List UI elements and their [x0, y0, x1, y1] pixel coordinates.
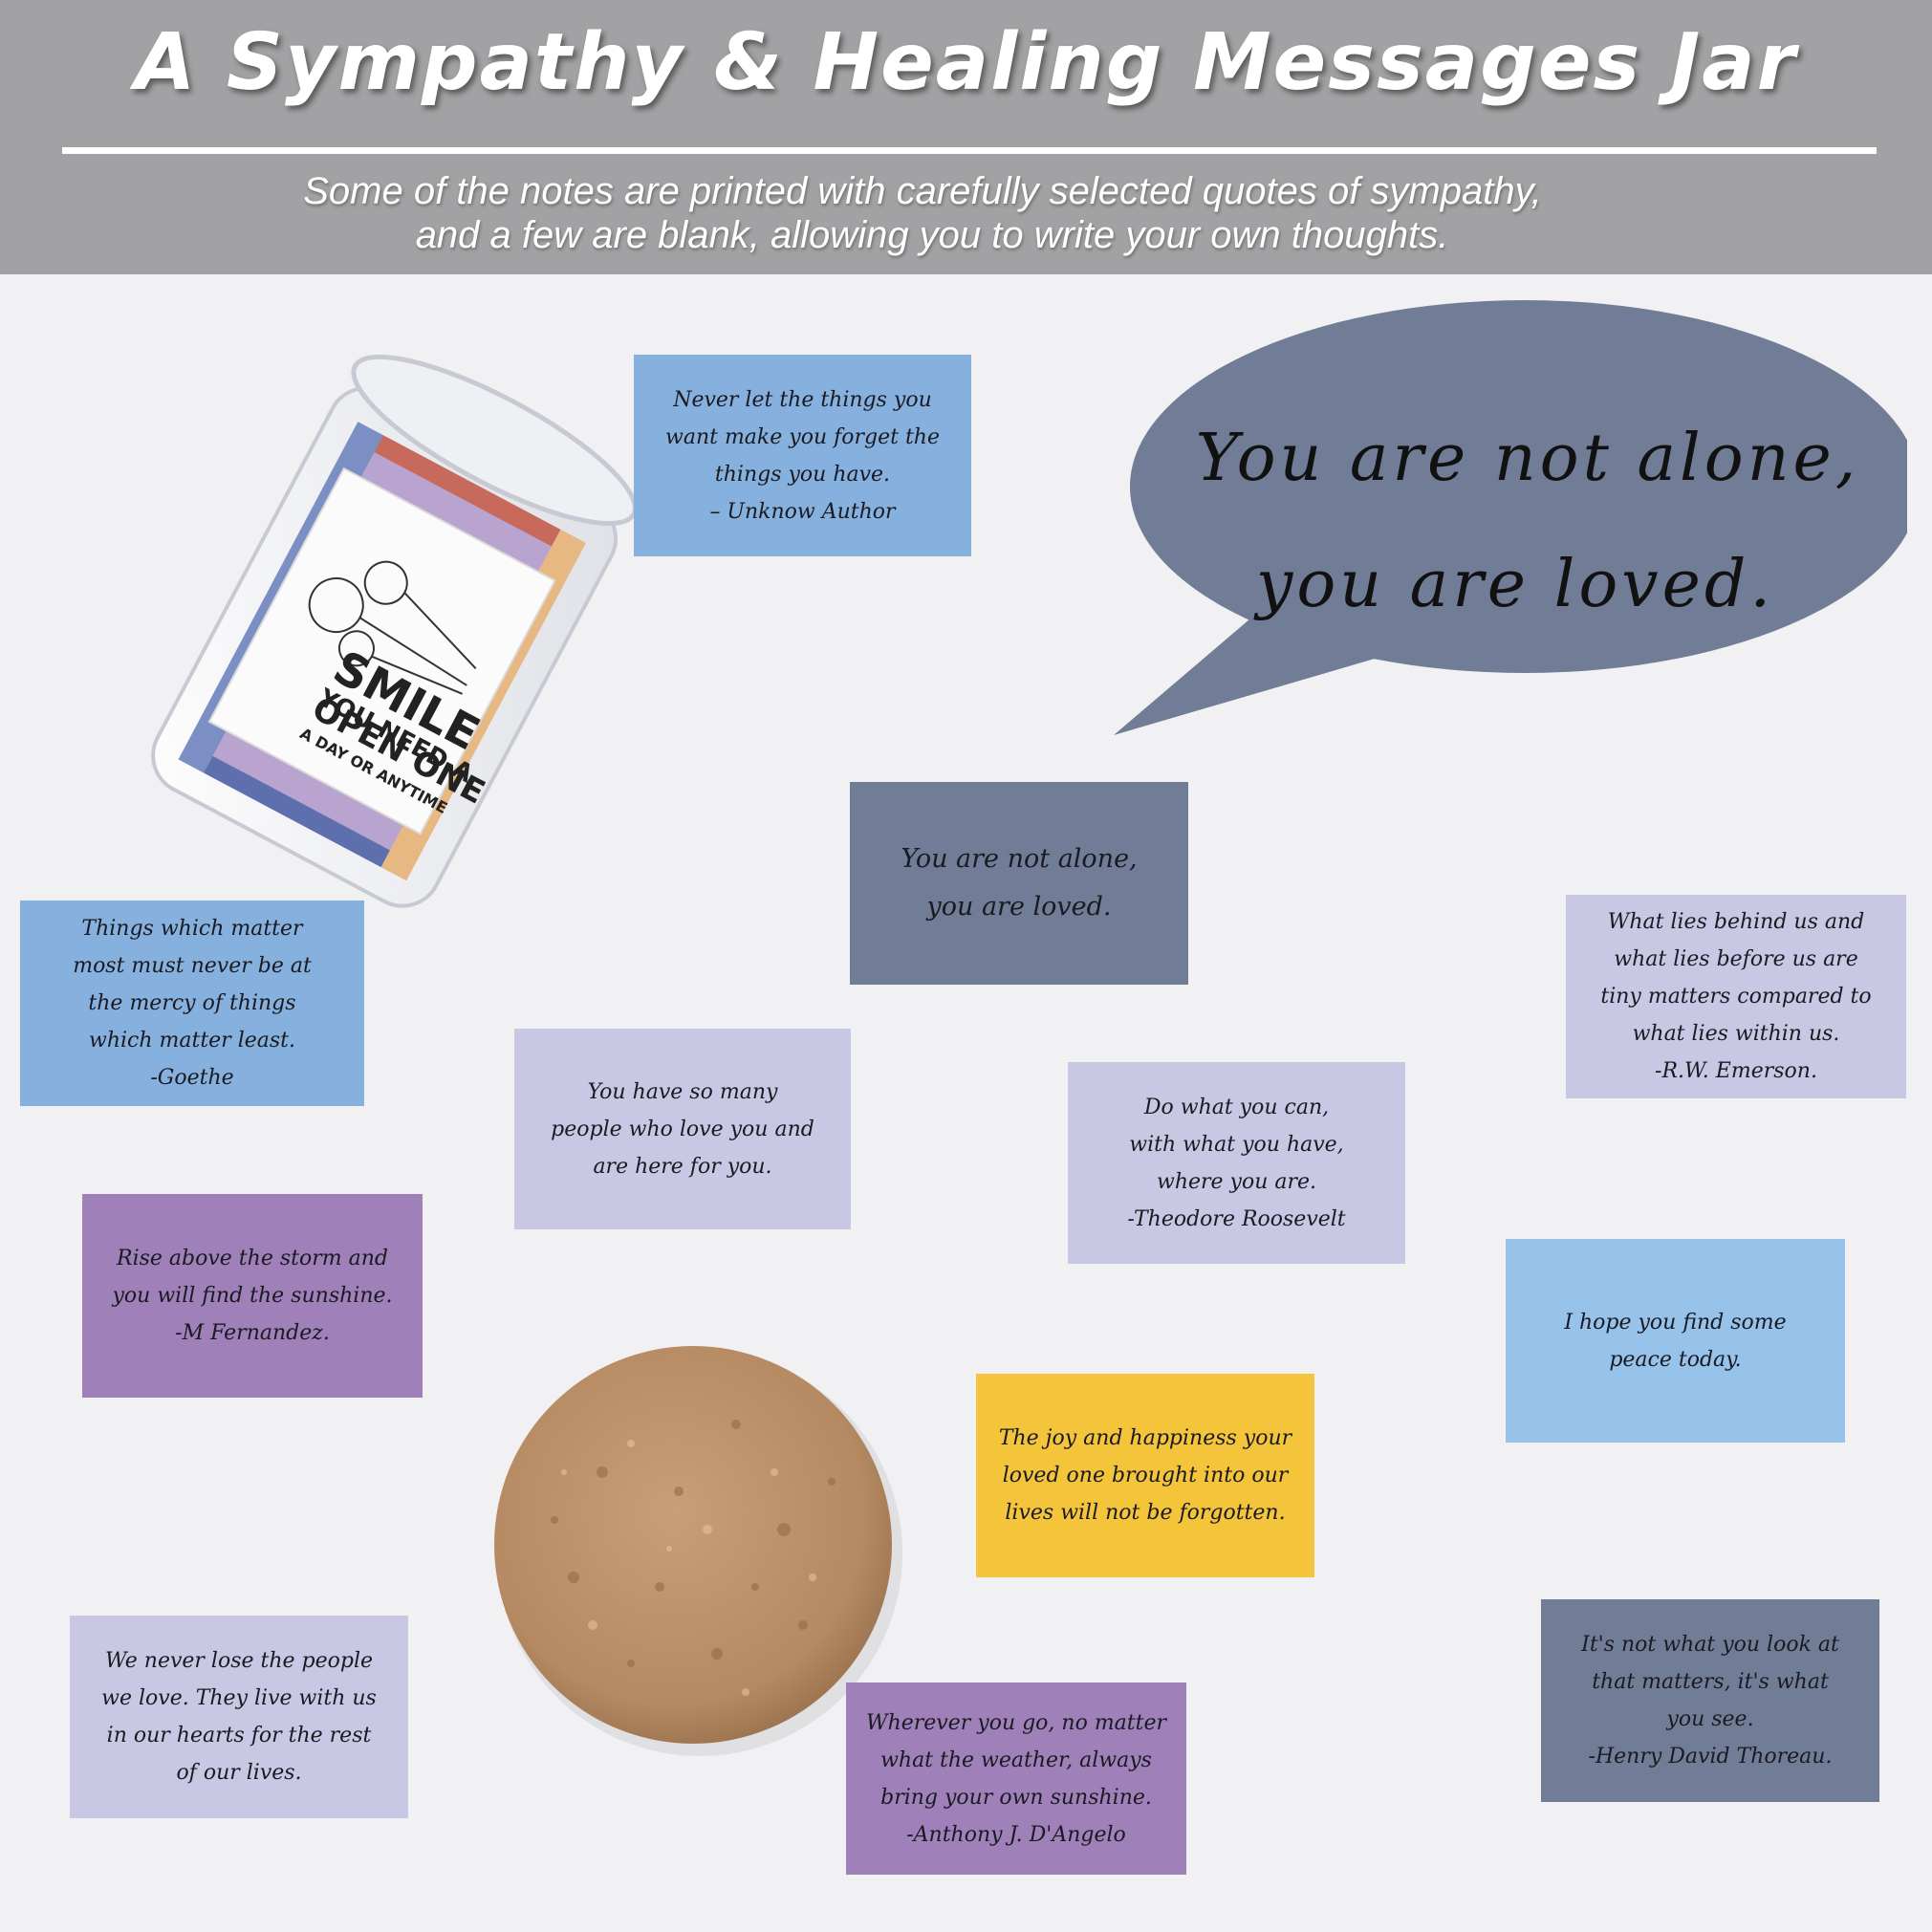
message-jar-image: OPEN ONE A DAY OR ANYTIME YOU NEED A SMI…: [151, 354, 638, 908]
note-hope-peace: I hope you find some peace today.: [1506, 1239, 1845, 1443]
dandelion-icon: [308, 560, 477, 695]
page-title: A Sympathy & Healing Messages Jar: [134, 17, 1798, 108]
note-never-lose: We never lose the people we love. They l…: [70, 1616, 408, 1818]
speech-bubble-line-1: You are not alone,: [1195, 421, 1860, 496]
header-banner: A Sympathy & Healing Messages Jar Some o…: [0, 0, 1932, 274]
jar-opening: [351, 354, 638, 526]
subtitle-line-1: Some of the notes are printed with caref…: [303, 170, 1542, 212]
note-joy: The joy and happiness your loved one bro…: [976, 1374, 1314, 1577]
jar-label: [207, 467, 556, 836]
subtitle-line-2: and a few are blank, allowing you to wri…: [415, 214, 1449, 256]
note-so-many: You have so many people who love you and…: [514, 1029, 851, 1229]
note-wherever: Wherever you go, no matter what the weat…: [846, 1682, 1186, 1875]
note-things-matter: Things which matter most must never be a…: [20, 901, 364, 1106]
note-do-what: Do what you can, with what you have, whe…: [1068, 1062, 1405, 1264]
title-divider: [62, 147, 1877, 154]
speech-bubble-line-2: you are loved.: [1255, 547, 1775, 622]
note-not-what: It's not what you look at that matters, …: [1541, 1599, 1879, 1802]
note-what-lies: What lies behind us and what lies before…: [1566, 895, 1906, 1098]
cork-lid-image: [494, 1346, 902, 1756]
note-never-let: Never let the things you want make you f…: [634, 355, 971, 556]
speech-bubble: [1114, 300, 1907, 735]
note-not-alone: You are not alone, you are loved.: [850, 782, 1188, 985]
note-rise-above: Rise above the storm and you will find t…: [82, 1194, 423, 1398]
